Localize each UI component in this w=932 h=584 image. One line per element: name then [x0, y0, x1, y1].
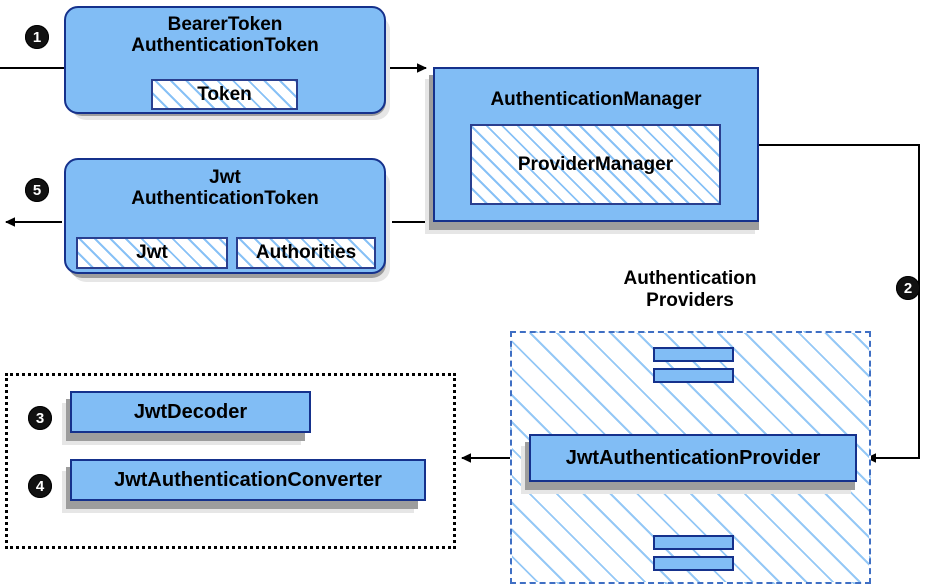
step-badge-1-label: 1 — [32, 28, 42, 46]
step-badge-5: 5 — [25, 178, 49, 202]
jwt-authentication-provider-box[interactable]: JwtAuthenticationProvider — [529, 434, 857, 482]
authentication-providers-caption: Authentication Providers — [560, 268, 820, 312]
step-badge-2: 2 — [896, 276, 920, 300]
provider-placeholder-bar-top-1 — [653, 347, 734, 362]
jwt-support-region — [5, 373, 456, 549]
provider-placeholder-bar-bottom-2 — [653, 556, 734, 571]
jwt-decoder-label: JwtDecoder — [133, 400, 248, 423]
bearer-token-title-line2: AuthenticationToken — [131, 35, 319, 57]
jwt-field-label: Jwt — [136, 242, 168, 263]
provider-placeholder-bar-bottom-1 — [653, 535, 734, 550]
step-badge-2-label: 2 — [903, 279, 913, 297]
step-badge-5-label: 5 — [32, 181, 42, 199]
providers-caption-line1: Authentication — [623, 268, 757, 289]
jwt-authentication-token-box[interactable]: Jwt AuthenticationToken — [64, 158, 386, 274]
step-badge-4: 4 — [28, 474, 52, 498]
jwt-authentication-converter-box[interactable]: JwtAuthenticationConverter — [70, 459, 426, 501]
bearer-token-title-line1: BearerToken — [167, 14, 283, 35]
providers-caption-line2: Providers — [646, 289, 734, 311]
authorities-field-label: Authorities — [255, 242, 357, 263]
step-badge-4-label: 4 — [35, 477, 45, 495]
step-badge-3: 3 — [28, 406, 52, 430]
provider-manager-field: ProviderManager — [470, 124, 721, 205]
jwt-token-title-line1: Jwt — [209, 167, 241, 188]
jwt-token-field-jwt: Jwt — [76, 237, 228, 269]
provider-placeholder-bar-top-2 — [653, 368, 734, 383]
jwt-decoder-box[interactable]: JwtDecoder — [70, 391, 311, 433]
step-badge-3-label: 3 — [35, 409, 45, 427]
jwt-token-title-line2: AuthenticationToken — [131, 188, 319, 210]
authentication-manager-title: AuthenticationManager — [490, 89, 702, 110]
bearer-token-box[interactable]: BearerToken AuthenticationToken — [64, 6, 386, 114]
jwt-token-field-authorities: Authorities — [236, 237, 376, 269]
step-badge-1: 1 — [25, 25, 49, 49]
jwt-authentication-provider-label: JwtAuthenticationProvider — [565, 446, 821, 469]
bearer-token-field-token: Token — [151, 79, 298, 110]
token-field-label: Token — [197, 83, 252, 105]
provider-manager-label: ProviderManager — [517, 153, 674, 175]
jwt-authentication-converter-label: JwtAuthenticationConverter — [114, 468, 382, 491]
